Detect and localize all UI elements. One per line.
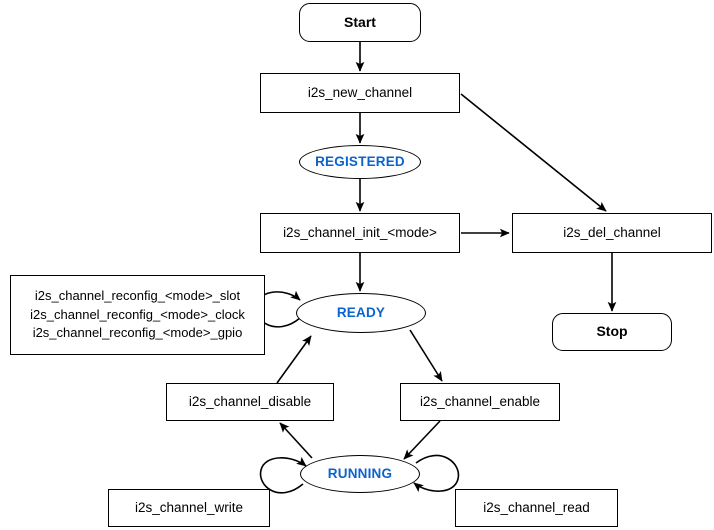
edge-running-to-channel-disable — [279, 422, 313, 459]
node-state-registered[interactable]: REGISTERED — [299, 145, 421, 179]
edge-ready-to-channel-enable — [409, 329, 443, 382]
node-i2s-channel-reconfig[interactable]: i2s_channel_reconfig_<mode>_slot i2s_cha… — [10, 275, 265, 355]
node-i2s-new-channel-label: i2s_new_channel — [307, 84, 413, 100]
node-state-ready[interactable]: READY — [296, 293, 426, 333]
node-i2s-channel-disable-label: i2s_channel_disable — [188, 393, 312, 409]
node-i2s-channel-enable-label: i2s_channel_enable — [419, 393, 541, 409]
node-state-registered-label: REGISTERED — [315, 153, 405, 169]
node-i2s-channel-write-label: i2s_channel_write — [134, 499, 244, 515]
node-start[interactable]: Start — [299, 3, 421, 42]
node-i2s-channel-read-label: i2s_channel_read — [483, 499, 590, 515]
edge-running-self-loop-right — [413, 454, 460, 493]
node-i2s-del-channel-label: i2s_del_channel — [563, 224, 661, 240]
node-i2s-channel-read[interactable]: i2s_channel_read — [455, 489, 618, 527]
node-stop[interactable]: Stop — [552, 313, 672, 351]
node-i2s-del-channel[interactable]: i2s_del_channel — [512, 213, 712, 253]
edge-channel-enable-to-running — [403, 420, 441, 460]
edge-new-channel-to-del-channel — [460, 93, 607, 212]
node-state-running-label: RUNNING — [327, 465, 393, 481]
node-i2s-channel-write[interactable]: i2s_channel_write — [108, 489, 270, 527]
node-i2s-new-channel[interactable]: i2s_new_channel — [260, 73, 460, 113]
node-i2s-channel-init-label: i2s_channel_init_<mode> — [283, 224, 437, 240]
node-stop-label: Stop — [596, 323, 628, 340]
node-i2s-channel-init[interactable]: i2s_channel_init_<mode> — [260, 213, 460, 253]
edge-channel-disable-to-ready — [276, 335, 312, 384]
node-state-ready-label: READY — [336, 304, 386, 320]
node-i2s-channel-reconfig-label: i2s_channel_reconfig_<mode>_slot i2s_cha… — [30, 287, 245, 341]
node-state-running[interactable]: RUNNING — [300, 455, 420, 493]
node-start-label: Start — [344, 13, 376, 30]
node-i2s-channel-disable[interactable]: i2s_channel_disable — [166, 383, 334, 421]
node-i2s-channel-enable[interactable]: i2s_channel_enable — [400, 383, 560, 421]
